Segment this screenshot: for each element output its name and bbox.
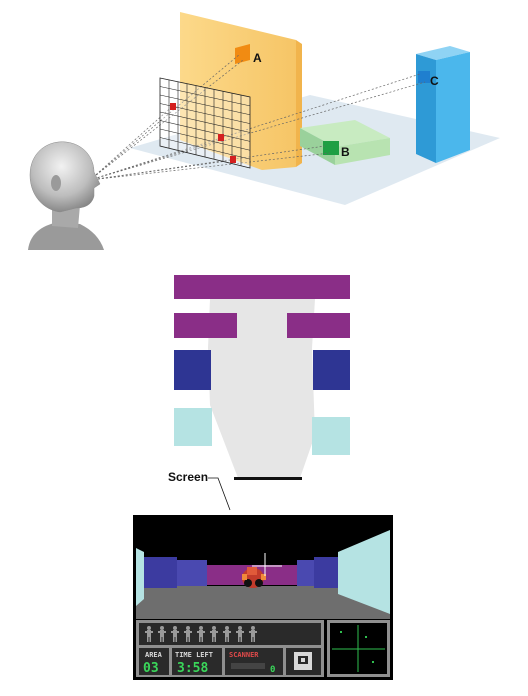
life-figure-icon xyxy=(197,626,205,642)
crosshair-icon xyxy=(252,553,282,576)
wall-purple-top xyxy=(174,275,350,299)
yellow-wall-side xyxy=(296,40,302,167)
grid-line xyxy=(159,128,251,151)
right-navy-wall-2 xyxy=(297,560,314,586)
wall-navy-right xyxy=(313,350,350,390)
screen-line xyxy=(234,477,302,480)
life-figure-icon xyxy=(145,626,153,642)
screen-leader xyxy=(208,477,231,511)
right-navy-wall xyxy=(314,557,338,588)
wall-purple-right xyxy=(287,313,350,338)
green-block-top xyxy=(300,120,390,147)
life-figure-icon xyxy=(249,626,257,642)
grid-line xyxy=(159,120,251,142)
life-figure-icon xyxy=(184,626,192,642)
wall-cyan-right xyxy=(312,417,350,455)
area-value: 03 xyxy=(143,661,159,676)
label-b: B xyxy=(341,145,350,159)
green-block-front xyxy=(300,128,335,165)
life-figure-icon xyxy=(210,626,218,642)
ammo-value: 0 xyxy=(270,665,275,675)
time-label: TIME LEFT xyxy=(175,651,213,659)
grid-marker-a xyxy=(170,103,176,110)
left-cyan-wall xyxy=(136,548,144,606)
corridor-map: Screen xyxy=(168,275,350,511)
perspective-diagram: A B C xyxy=(28,12,500,250)
life-figure-icon xyxy=(223,626,231,642)
left-navy-wall-2 xyxy=(177,560,207,586)
blue-block-top xyxy=(416,46,470,60)
scanner-label: SCANNER xyxy=(229,651,259,659)
radar-map xyxy=(327,620,390,677)
life-figure-icon xyxy=(236,626,244,642)
wall-navy-left xyxy=(174,350,211,390)
game-screenshot: AREA 03 TIME LEFT 3:58 SCANNER 0 xyxy=(133,515,393,680)
projection-grid xyxy=(159,77,251,169)
marker-c xyxy=(418,71,430,83)
grid-marker-c xyxy=(218,134,224,141)
grid-line xyxy=(159,111,251,133)
grid-marker-b xyxy=(230,156,236,163)
grid-line xyxy=(159,86,251,107)
blue-block-front xyxy=(416,54,436,163)
lives-bar xyxy=(139,623,321,645)
viewer-head-icon xyxy=(28,141,104,250)
screen-label: Screen xyxy=(168,470,208,484)
robot-status-icon xyxy=(286,648,321,675)
grid-line xyxy=(159,94,251,116)
wall-cyan-left xyxy=(174,408,212,446)
wall-purple-left xyxy=(174,313,237,338)
life-figure-icon xyxy=(171,626,179,642)
grid-line xyxy=(159,137,251,160)
marker-a xyxy=(235,44,250,64)
left-navy-wall xyxy=(144,557,177,588)
label-c: C xyxy=(430,74,439,88)
area-label: AREA xyxy=(145,651,163,659)
right-cyan-wall xyxy=(338,530,390,614)
robot-enemy xyxy=(242,567,266,588)
yellow-wall xyxy=(180,12,296,170)
life-figure-icon xyxy=(158,626,166,642)
green-block-side xyxy=(335,138,390,165)
label-a: A xyxy=(253,51,262,65)
time-value: 3:58 xyxy=(177,661,208,676)
view-frustum xyxy=(208,299,315,478)
lives-figures xyxy=(145,626,257,642)
marker-b xyxy=(323,141,339,155)
blue-block-side xyxy=(436,52,470,163)
